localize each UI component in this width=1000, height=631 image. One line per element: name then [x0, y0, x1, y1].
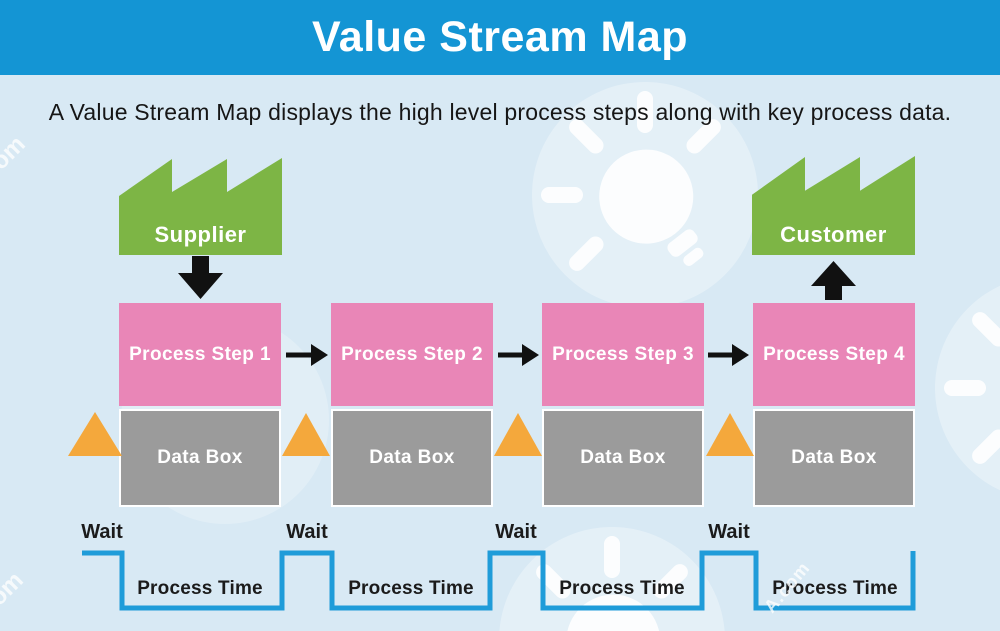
factory-icon: [752, 156, 915, 255]
data-box-label: Data Box: [369, 447, 455, 468]
wait-label-4: Wait: [708, 521, 750, 543]
process-step-box-2: Process Step 2: [331, 303, 493, 406]
inventory-triangle-4: [706, 413, 754, 456]
supplier-label: Supplier: [154, 222, 247, 247]
wait-label-1: Wait: [81, 521, 123, 543]
customer-up-arrow-icon: [811, 261, 856, 300]
data-box-label: Data Box: [580, 447, 666, 468]
watermark-text-left-bottom: om: [0, 566, 29, 612]
flow-arrow-right-3: [708, 344, 749, 366]
process-time-label-1: Process Time: [137, 578, 263, 599]
data-box-1: Data Box: [119, 409, 281, 507]
process-step-label: Process Step 4: [763, 343, 905, 365]
process-time-label-3: Process Time: [559, 578, 685, 599]
process-step-label: Process Step 3: [552, 343, 694, 365]
data-box-label: Data Box: [157, 447, 243, 468]
customer-label: Customer: [780, 222, 887, 247]
process-time-label-4: Process Time: [772, 578, 898, 599]
inventory-triangle-1: [68, 412, 122, 456]
inventory-triangle-3: [494, 413, 542, 456]
header-bar: Value Stream Map: [0, 0, 1000, 75]
wait-label-2: Wait: [286, 521, 328, 543]
process-step-box-1: Process Step 1: [119, 303, 281, 406]
process-step-label: Process Step 2: [341, 343, 483, 365]
data-box-2: Data Box: [331, 409, 493, 507]
process-step-box-4: Process Step 4: [753, 303, 915, 406]
lightbulb-watermark-right: [935, 275, 1000, 501]
inventory-triangle-2: [282, 413, 330, 456]
supplier-down-arrow-icon: [178, 256, 223, 299]
supplier-factory: Supplier: [119, 158, 282, 255]
data-box-3: Data Box: [542, 409, 704, 507]
process-time-label-2: Process Time: [348, 578, 474, 599]
flow-arrow-right-2: [498, 344, 539, 366]
data-box-label: Data Box: [791, 447, 877, 468]
wait-label-3: Wait: [495, 521, 537, 543]
process-step-box-3: Process Step 3: [542, 303, 704, 406]
customer-factory: Customer: [752, 156, 915, 255]
watermark-text-left-top: om: [0, 130, 31, 176]
flow-arrow-right-1: [286, 344, 328, 366]
subtitle-text: A Value Stream Map displays the high lev…: [48, 99, 952, 125]
data-box-4: Data Box: [753, 409, 915, 507]
process-step-label: Process Step 1: [129, 343, 271, 365]
factory-icon: [119, 158, 282, 255]
page-title: Value Stream Map: [311, 13, 689, 61]
